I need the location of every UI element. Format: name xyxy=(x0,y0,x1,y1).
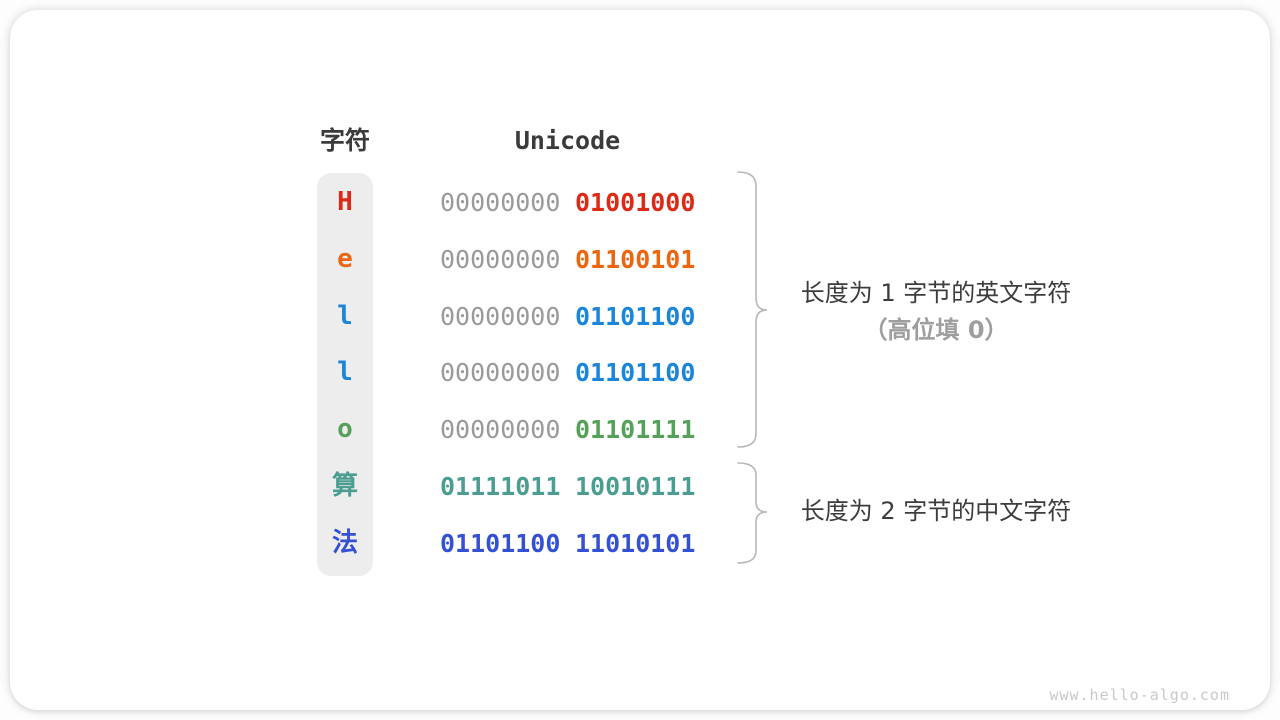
character-cell: l xyxy=(337,301,353,331)
table-row: 法 01101100 11010101 xyxy=(10,515,1270,572)
unicode-high-byte: 00000000 xyxy=(440,188,561,217)
table-row: H 00000000 01001000 xyxy=(10,174,1270,231)
table-row: l 00000000 01101100 xyxy=(10,344,1270,401)
annotation-english-group: 长度为 1 字节的英文字符 （高位填 0） xyxy=(780,275,1092,349)
unicode-low-byte: 01100101 xyxy=(575,245,696,274)
character-cell: l xyxy=(337,357,353,387)
unicode-low-byte: 10010111 xyxy=(575,472,696,501)
unicode-high-byte: 01111011 xyxy=(440,472,561,501)
character-cell: e xyxy=(337,244,353,274)
grouping-braces xyxy=(737,171,768,564)
unicode-low-byte: 01001000 xyxy=(575,188,696,217)
character-cell: 算 xyxy=(331,471,358,501)
unicode-low-byte: 01101100 xyxy=(575,302,696,331)
unicode-high-byte: 00000000 xyxy=(440,302,561,331)
character-cell: o xyxy=(337,414,353,444)
brace-chinese-group xyxy=(737,462,768,564)
unicode-low-byte: 01101100 xyxy=(575,358,696,387)
unicode-high-byte: 00000000 xyxy=(440,358,561,387)
annotation-chinese-line1: 长度为 2 字节的中文字符 xyxy=(800,497,1072,525)
watermark-url: www.hello-algo.com xyxy=(1049,686,1230,704)
column-header-character: 字符 xyxy=(319,126,370,155)
table-row: e 00000000 01100101 xyxy=(10,231,1270,288)
diagram-card: 字符 Unicode H 00000000 01001000 e 0000000… xyxy=(10,10,1270,710)
character-cell: 法 xyxy=(331,528,358,558)
annotation-chinese-group: 长度为 2 字节的中文字符 xyxy=(780,493,1092,530)
unicode-high-byte: 00000000 xyxy=(440,245,561,274)
table-row: o 00000000 01101111 xyxy=(10,401,1270,458)
brace-english-group xyxy=(737,171,768,448)
unicode-low-byte: 01101111 xyxy=(575,415,696,444)
annotation-english-line1: 长度为 1 字节的英文字符 xyxy=(800,279,1072,307)
annotation-english-line2: （高位填 0） xyxy=(863,316,1009,344)
table-row: 算 01111011 10010111 xyxy=(10,458,1270,515)
table-row: l 00000000 01101100 xyxy=(10,288,1270,345)
unicode-high-byte: 00000000 xyxy=(440,415,561,444)
character-cell: H xyxy=(337,187,353,217)
column-header-unicode: Unicode xyxy=(514,126,621,155)
unicode-low-byte: 11010101 xyxy=(575,529,696,558)
character-column-background xyxy=(317,173,373,576)
unicode-high-byte: 01101100 xyxy=(440,529,561,558)
